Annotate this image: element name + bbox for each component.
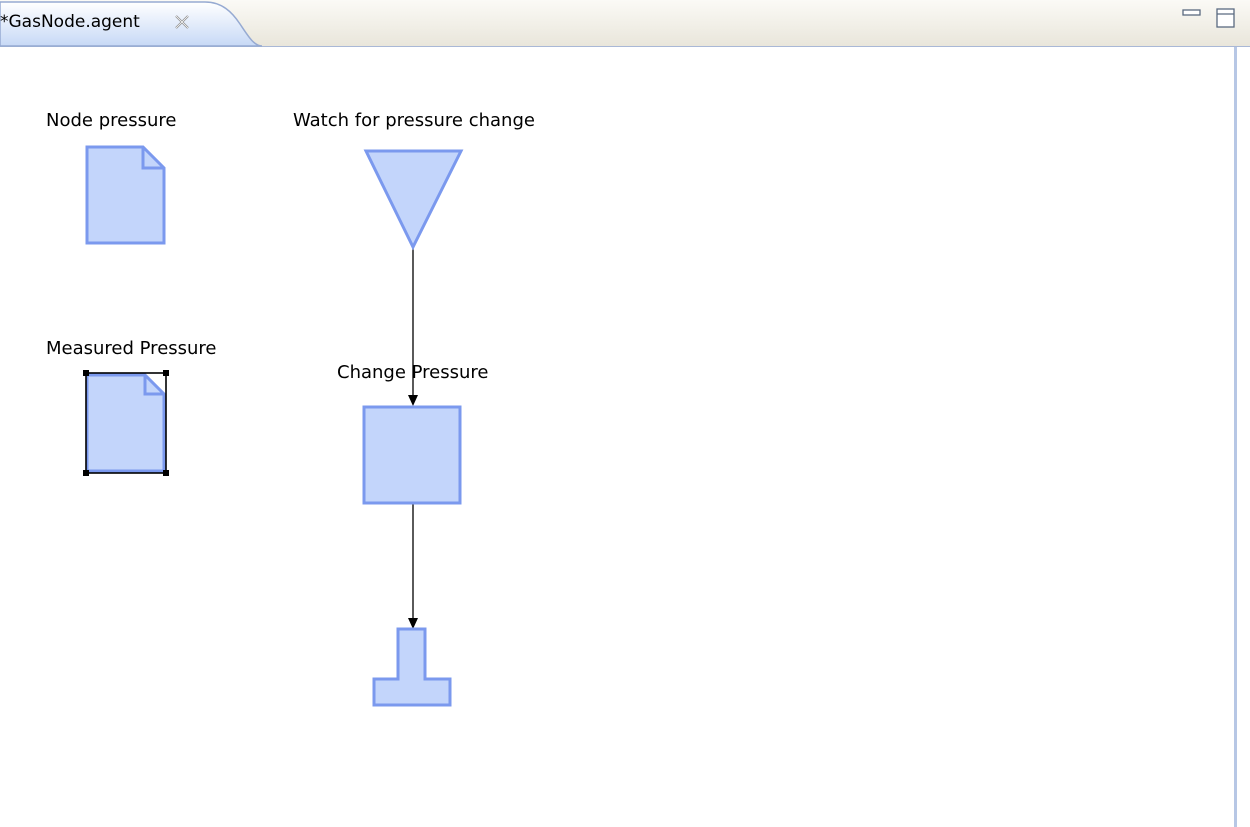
- end-node[interactable]: [372, 627, 452, 707]
- maximize-icon[interactable]: [1214, 6, 1238, 28]
- close-icon[interactable]: [173, 13, 191, 31]
- edge-change-to-end[interactable]: [408, 503, 418, 629]
- minimize-icon[interactable]: [1181, 6, 1203, 24]
- watch-trigger-triangle[interactable]: [363, 149, 464, 251]
- tab-title[interactable]: *GasNode.agent: [0, 12, 140, 32]
- active-tab-shape: [0, 1, 263, 47]
- selection-handles[interactable]: [83, 370, 169, 476]
- diagram-svg: [83, 145, 464, 707]
- node-pressure-label: Node pressure: [46, 110, 177, 131]
- editor-tab-bar: *GasNode.agent: [0, 0, 1250, 47]
- measured-pressure-document[interactable]: [85, 372, 167, 474]
- measured-pressure-label: Measured Pressure: [46, 338, 217, 359]
- change-pressure-label: Change Pressure: [337, 362, 489, 383]
- change-pressure-action[interactable]: [362, 405, 462, 505]
- node-pressure-document[interactable]: [85, 145, 166, 245]
- edge-watch-to-change[interactable]: [408, 247, 418, 406]
- watch-pressure-label: Watch for pressure change: [293, 110, 535, 131]
- diagram-canvas[interactable]: Node pressure Measured Pressure Watch fo…: [0, 47, 1234, 827]
- editor-right-border: [1234, 47, 1250, 827]
